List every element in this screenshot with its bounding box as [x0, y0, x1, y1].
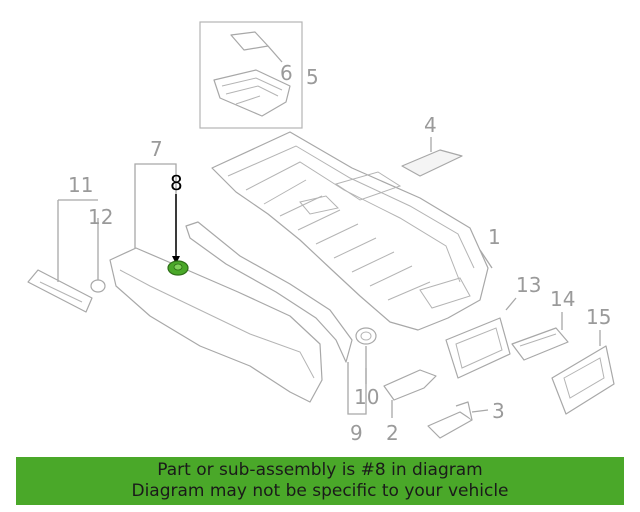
- part-8-highlighted: [167, 194, 189, 276]
- part-13-bezel: [445, 297, 517, 379]
- callout-9: 9: [350, 421, 363, 445]
- callout-10: 10: [354, 385, 379, 409]
- parts-diagram: 1 2 3 4 5 6 7 8 9 10 11 12 13 14 15: [27, 21, 615, 445]
- callout-3: 3: [492, 399, 505, 423]
- callout-12: 12: [88, 205, 113, 229]
- callout-7: 7: [150, 137, 163, 161]
- part-15-cover: [551, 330, 615, 415]
- part-5-inset: [199, 21, 303, 129]
- part-2-bracket: [383, 369, 437, 418]
- part-14-switch-panel: [511, 312, 569, 361]
- part-10-clip: [355, 327, 377, 384]
- callout-13: 13: [516, 273, 541, 297]
- part-4: [401, 137, 463, 177]
- info-banner: Part or sub-assembly is #8 in diagram Di…: [16, 457, 624, 505]
- part-11-bracket: [27, 199, 106, 313]
- callout-15: 15: [586, 305, 611, 329]
- part-1-console-frame: [211, 131, 493, 331]
- callout-8: 8: [170, 171, 183, 195]
- callout-5: 5: [306, 65, 319, 89]
- callout-1: 1: [488, 225, 501, 249]
- part-9-trim-strip: [185, 221, 367, 415]
- banner-line-1: Part or sub-assembly is #8 in diagram: [157, 460, 483, 480]
- callout-2: 2: [386, 421, 399, 445]
- callout-6: 6: [280, 61, 293, 85]
- callout-14: 14: [550, 287, 575, 311]
- callout-4: 4: [424, 113, 437, 137]
- banner-line-2: Diagram may not be specific to your vehi…: [131, 481, 509, 501]
- callout-11: 11: [68, 173, 93, 197]
- part-3-bracket: [427, 401, 489, 439]
